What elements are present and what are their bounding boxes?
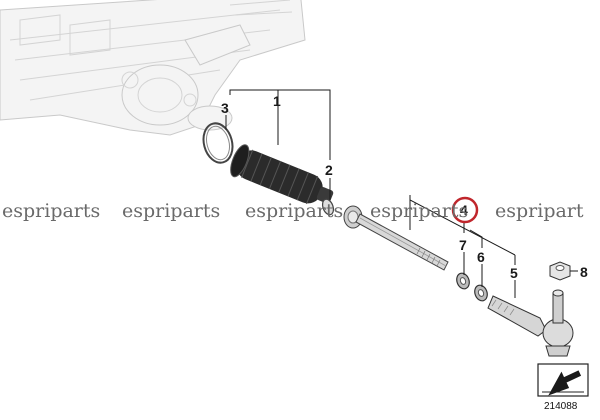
watermark-text: espriparts	[122, 200, 220, 222]
callout-1: 1	[273, 93, 281, 109]
direction-arrow-icon	[537, 363, 589, 397]
steering-rack-housing	[0, 0, 306, 136]
callout-labels: 1 3 2 4 7 6 5 8	[221, 93, 588, 281]
callout-3: 3	[221, 100, 229, 116]
part-8-nut	[549, 261, 571, 281]
watermark-text: espriparts	[2, 200, 100, 222]
watermark-text: espriparts	[245, 200, 343, 222]
part-6-ring	[474, 284, 488, 302]
watermark-text: espriparts	[370, 200, 468, 222]
callout-4: 4	[460, 202, 468, 218]
leader-lines	[225, 89, 578, 298]
callout-5: 5	[510, 265, 518, 281]
part-2-boot-clamp	[321, 198, 335, 216]
callout-6: 6	[477, 249, 485, 265]
callout-7: 7	[459, 237, 467, 253]
reference-number: 214088	[544, 401, 578, 412]
part-1-bellows-boot	[230, 144, 334, 205]
callout-4-highlight-ring	[451, 196, 479, 224]
part-7-lock-nut	[456, 272, 470, 290]
part-3-clamp-ring	[202, 122, 234, 164]
callout-8: 8	[580, 264, 588, 280]
part-5-tie-rod-end	[487, 289, 574, 357]
watermark: espriparts espriparts espriparts espripa…	[2, 200, 584, 222]
watermark-text: espripart	[495, 200, 584, 222]
callout-2: 2	[325, 162, 333, 178]
tie-rod-inner	[343, 205, 449, 271]
